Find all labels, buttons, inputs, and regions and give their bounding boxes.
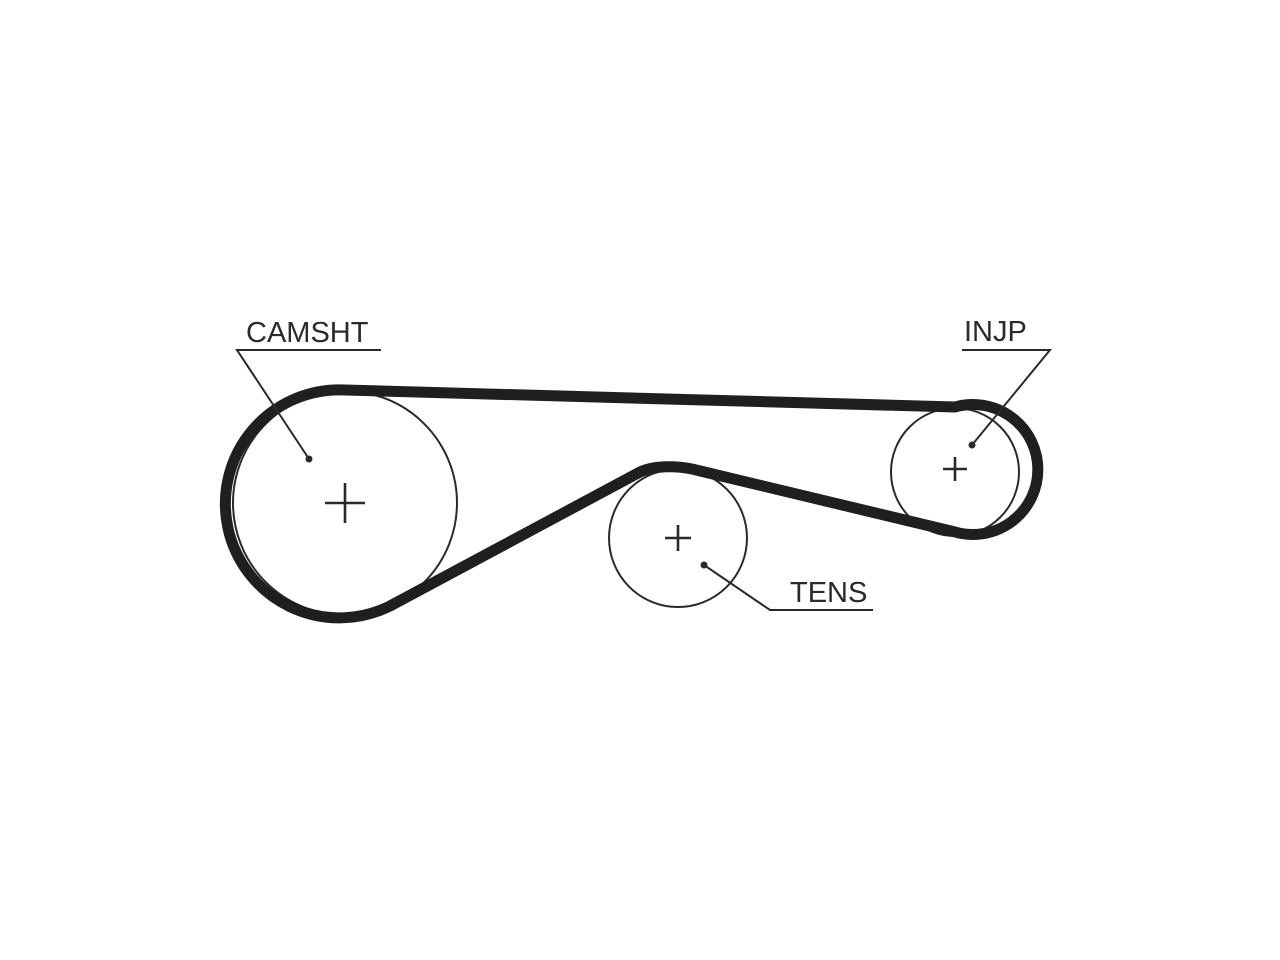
- injection-pump-hub-cross: [943, 457, 967, 481]
- injection-pump-label: INJP: [964, 316, 1027, 348]
- tensioner-label: TENS: [790, 577, 867, 609]
- injection-pump-leader: [962, 349, 1053, 449]
- camshaft-label: CAMSHT: [246, 317, 369, 349]
- camshaft-leader: [235, 349, 381, 463]
- tensioner-hub-cross: [665, 525, 691, 551]
- camshaft-hub-cross: [325, 483, 365, 523]
- timing-belt: [219, 384, 1044, 624]
- tensioner-leader: [700, 561, 873, 611]
